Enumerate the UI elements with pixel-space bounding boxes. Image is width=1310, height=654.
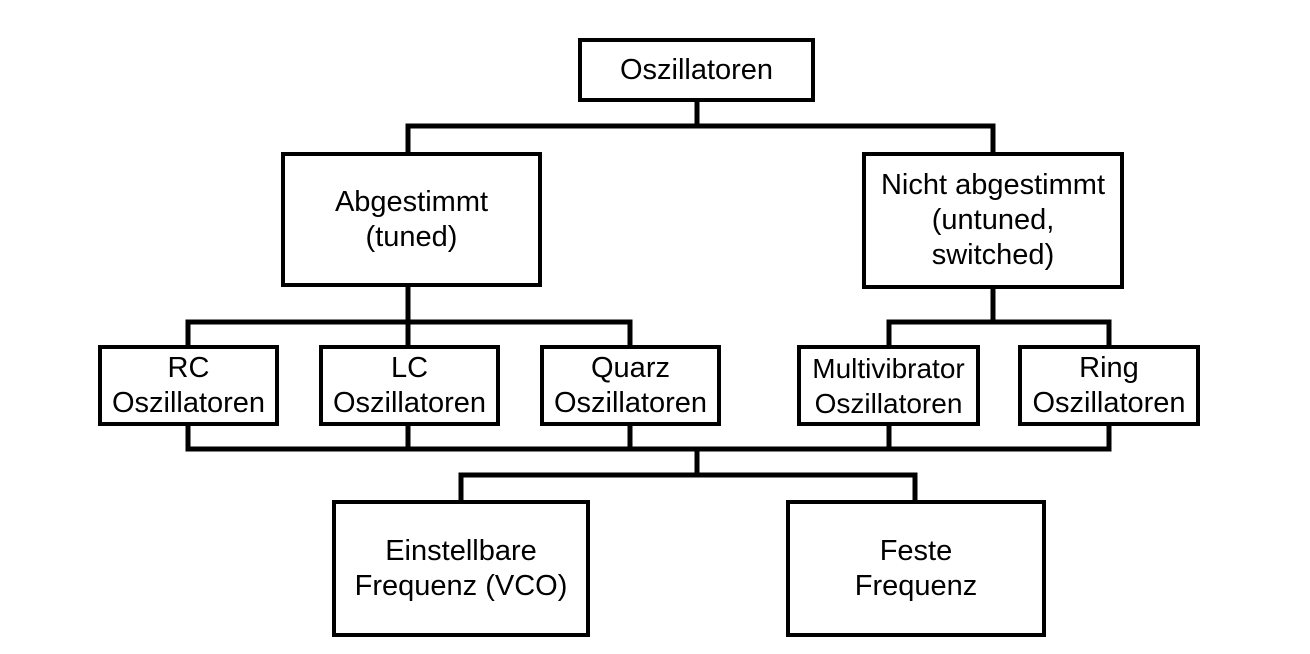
node-untuned-text: Nicht abgestimmt (untuned, switched) bbox=[881, 168, 1105, 273]
node-fixed-frequency-text: Feste Frequenz bbox=[855, 534, 978, 604]
node-vco-line-2: Frequenz (VCO) bbox=[354, 569, 568, 602]
node-untuned: Nicht abgestimmt (untuned, switched) bbox=[862, 152, 1124, 289]
node-oscillators-text: Oszillatoren bbox=[620, 53, 773, 88]
node-multivibrator-oscillators: Multivibrator Oszillatoren bbox=[797, 345, 980, 426]
node-ring-line-2: Oszillatoren bbox=[1032, 386, 1186, 419]
node-lc-oscillators: LC Oszillatoren bbox=[319, 345, 500, 426]
node-lc-oscillators-text: LC Oszillatoren bbox=[333, 351, 486, 421]
node-quarz-oscillators: Quarz Oszillatoren bbox=[540, 345, 721, 426]
node-adjustable-frequency: Einstellbare Frequenz (VCO) bbox=[332, 500, 590, 637]
node-oscillators-line-1: Oszillatoren bbox=[619, 53, 774, 86]
node-multivibrator-line-1: Multivibrator bbox=[812, 352, 965, 384]
node-rc-line-1: RC bbox=[167, 351, 210, 384]
node-adjustable-frequency-text: Einstellbare Frequenz (VCO) bbox=[355, 534, 568, 604]
node-multivibrator-oscillators-text: Multivibrator Oszillatoren bbox=[812, 351, 964, 421]
node-rc-oscillators-text: RC Oszillatoren bbox=[112, 351, 265, 421]
node-ring-oscillators-text: Ring Oszillatoren bbox=[1032, 351, 1185, 421]
node-lc-line-2: Oszillatoren bbox=[332, 386, 487, 419]
node-untuned-line-3: switched) bbox=[931, 239, 1055, 271]
node-tuned: Abgestimmt (tuned) bbox=[281, 152, 542, 287]
node-fixed-line-1: Feste bbox=[879, 534, 953, 567]
node-quarz-line-2: Oszillatoren bbox=[553, 386, 708, 419]
node-untuned-line-2: (untuned, bbox=[931, 204, 1055, 236]
node-rc-oscillators: RC Oszillatoren bbox=[98, 345, 279, 426]
node-tuned-line-2: (tuned) bbox=[365, 220, 458, 253]
node-fixed-line-2: Frequenz bbox=[854, 569, 978, 602]
node-fixed-frequency: Feste Frequenz bbox=[786, 500, 1046, 637]
node-ring-line-1: Ring bbox=[1079, 351, 1139, 384]
node-multivibrator-line-2: Oszillatoren bbox=[814, 387, 963, 419]
node-vco-line-1: Einstellbare bbox=[385, 534, 537, 567]
node-ring-oscillators: Ring Oszillatoren bbox=[1018, 345, 1200, 426]
node-tuned-line-1: Abgestimmt bbox=[334, 185, 489, 218]
node-lc-line-1: LC bbox=[390, 351, 429, 384]
node-quarz-line-1: Quarz bbox=[591, 351, 670, 384]
node-untuned-line-1: Nicht abgestimmt bbox=[880, 169, 1105, 201]
node-quarz-oscillators-text: Quarz Oszillatoren bbox=[554, 351, 707, 421]
node-rc-line-2: Oszillatoren bbox=[111, 386, 266, 419]
node-tuned-text: Abgestimmt (tuned) bbox=[335, 185, 488, 255]
node-oscillators: Oszillatoren bbox=[578, 38, 815, 102]
